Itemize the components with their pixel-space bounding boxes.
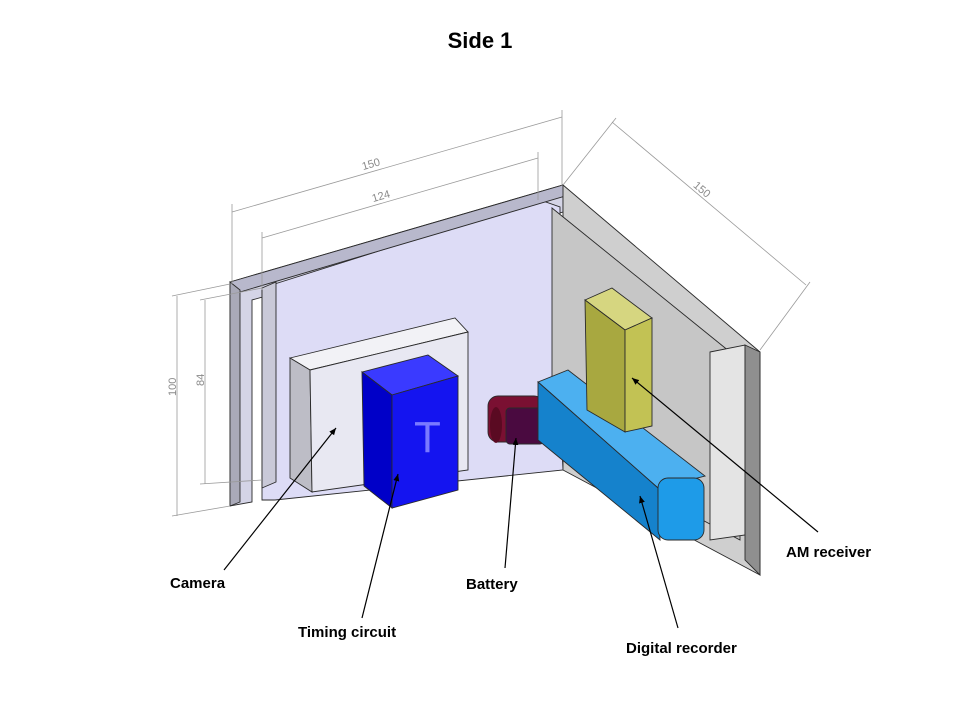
- camera-label: Camera: [170, 575, 226, 592]
- dim-depth-line: [611, 121, 807, 286]
- dim-outer-width-line: [231, 116, 563, 213]
- dim-inner-height-ext-top: [199, 287, 263, 301]
- battery-end: [490, 407, 502, 443]
- dim-depth-label: 150: [691, 179, 713, 200]
- dim-inner-height-label: 84: [195, 374, 207, 386]
- dim-outer-height-ext-bottom: [171, 505, 231, 517]
- side-wall-edge: [744, 344, 761, 577]
- timing-circuit-leader: [361, 473, 400, 619]
- timing-circuit-side: [361, 371, 393, 509]
- digital-recorder-leader: [639, 495, 679, 629]
- digital-recorder-end: [657, 477, 705, 541]
- dim-inner-height-ext-bottom: [199, 479, 263, 485]
- back-wall-left-post: [261, 281, 277, 489]
- timing-circuit: T: [360, 354, 460, 509]
- timing-circuit-front: [391, 375, 459, 509]
- dim-depth-ext-front: [759, 281, 811, 351]
- am-receiver-label: AM receiver: [786, 544, 871, 561]
- am-receiver: [584, 287, 653, 433]
- back-wall-left-thickness: [229, 281, 241, 507]
- timing-circuit-label: Timing circuit: [298, 624, 396, 641]
- timing-circuit-mark: T: [414, 413, 441, 462]
- digital-recorder-side: [537, 381, 661, 541]
- dim-inner-width-line: [261, 157, 539, 239]
- dim-outer-height-label: 100: [167, 378, 179, 396]
- digital-recorder-label: Digital recorder: [626, 640, 737, 657]
- am-receiver-leader: [631, 377, 819, 533]
- battery-label: Battery: [466, 576, 518, 593]
- dim-outer-width-label: 150: [361, 156, 382, 173]
- dim-depth-ext-back: [562, 117, 617, 186]
- page-title: Side 1: [447, 28, 513, 53]
- camera-leader: [223, 427, 337, 571]
- dim-inner-width-label: 124: [371, 188, 392, 205]
- leader-lines: [223, 377, 819, 629]
- dim-outer-height-ext-top: [171, 283, 231, 297]
- am-receiver-side: [624, 317, 653, 433]
- side-wall-end-post: [709, 344, 746, 541]
- battery-leader: [504, 437, 519, 569]
- battery: [487, 395, 545, 445]
